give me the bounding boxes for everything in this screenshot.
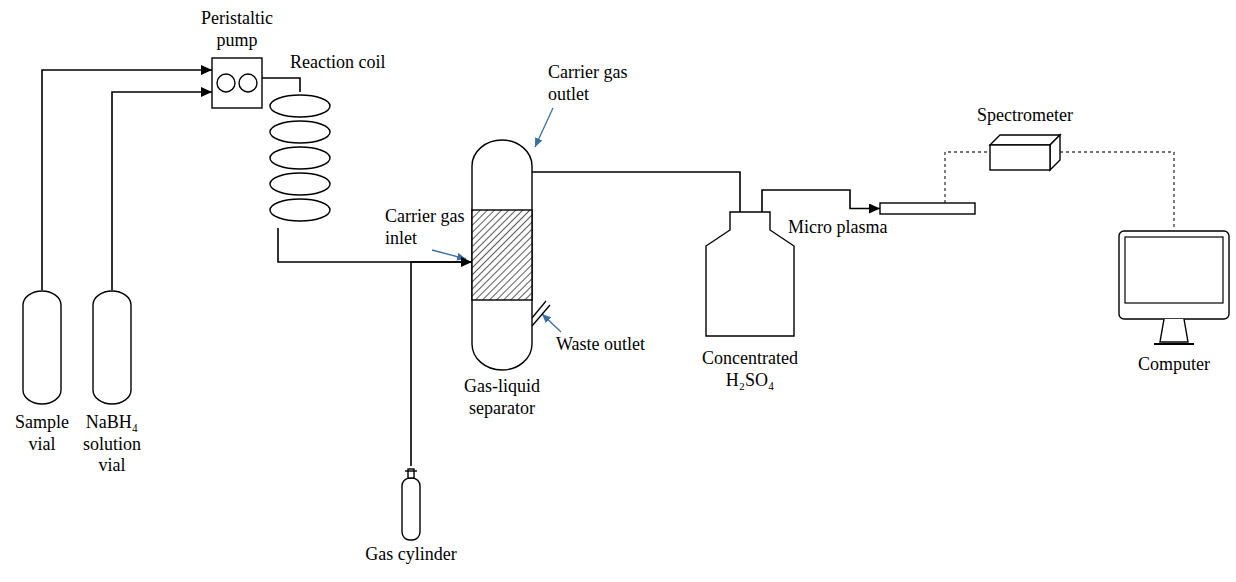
shape-outline — [22, 290, 62, 405]
vial-outline — [93, 291, 131, 404]
coil-loop — [270, 95, 330, 117]
shape-outline — [212, 58, 262, 108]
label-box: Sample vial — [7, 412, 77, 455]
node-label: Spectrometer — [965, 105, 1085, 127]
coil-loop — [270, 173, 330, 195]
pump-outline — [212, 58, 262, 108]
tube-line — [262, 78, 300, 92]
tube-line — [762, 190, 880, 212]
leader-line — [535, 108, 553, 147]
sample-vial: Sample vial — [22, 290, 62, 405]
plasma-tube — [880, 203, 975, 214]
shape-outline — [472, 140, 532, 370]
separator-packing — [472, 210, 532, 300]
coil-loop — [270, 147, 330, 169]
separator-outline — [472, 140, 532, 370]
monitor-stand — [1160, 319, 1188, 342]
label-box: Reaction coil — [290, 52, 420, 74]
tube-line — [532, 172, 740, 250]
tube-line — [42, 70, 212, 290]
shape-outline — [990, 135, 1060, 170]
callout-label: Carrier gas outlet — [548, 62, 644, 105]
acid-bottle: Concentrated H₂SO₄ — [705, 212, 795, 337]
shape-outline — [1118, 230, 1230, 348]
separator: Gas-liquid separator — [472, 140, 532, 370]
signal-line — [945, 152, 990, 203]
waste-pipe — [532, 301, 546, 318]
reaction-coil: Reaction coil — [268, 92, 332, 228]
pump-roller — [217, 74, 235, 92]
label-box: Gas cylinder — [351, 544, 471, 566]
bottle-outline — [706, 212, 794, 336]
shape-outline — [705, 212, 795, 337]
label-box: Micro plasma — [788, 217, 898, 239]
label-box: Concentrated H₂SO₄ — [690, 348, 810, 391]
pump-box: Peristaltic pump — [212, 58, 262, 108]
shape-outline — [401, 466, 421, 540]
spectrometer-box: Spectrometer — [990, 135, 1060, 170]
node-label: Gas-liquid separator — [447, 376, 557, 419]
shape-outline — [880, 203, 975, 214]
monitor-base — [1154, 343, 1194, 345]
label-box: Gas-liquid separator — [447, 376, 557, 419]
micro-plasma: Micro plasma — [880, 203, 975, 214]
callout-box: Waste outlet — [556, 334, 676, 356]
computer-monitor: Computer — [1118, 230, 1230, 348]
callout-label: Carrier gas inlet — [385, 206, 481, 249]
waste-pipe — [532, 305, 550, 326]
tube-line — [278, 228, 472, 262]
shape-outline — [92, 290, 132, 405]
monitor-frame — [1119, 231, 1229, 319]
spectrometer-side — [1050, 135, 1060, 170]
node-label: Peristaltic pump — [182, 8, 292, 51]
label-box: NaBH₄ solution vial — [72, 412, 152, 477]
spectrometer-top — [990, 135, 1060, 145]
node-label: Micro plasma — [788, 217, 898, 239]
signal-line — [1060, 152, 1174, 230]
coil-loop — [270, 121, 330, 143]
label-box: Peristaltic pump — [182, 8, 292, 51]
callout-box: Carrier gas inlet — [385, 206, 481, 249]
valve-handle — [405, 470, 417, 471]
leader-line — [432, 250, 466, 259]
label-box: Computer — [1114, 354, 1234, 376]
node-label: NaBH₄ solution vial — [72, 412, 152, 477]
node-label: Concentrated H₂SO₄ — [690, 348, 810, 391]
node-label: Reaction coil — [290, 52, 420, 74]
callout-label: Waste outlet — [556, 334, 676, 356]
cylinder-body — [402, 478, 420, 540]
leader-line — [542, 314, 561, 332]
label-box: Spectrometer — [965, 105, 1085, 127]
node-label: Gas cylinder — [351, 544, 471, 566]
coil-loop — [270, 199, 330, 221]
node-label: Sample vial — [7, 412, 77, 455]
gas-cylinder: Gas cylinder — [401, 466, 421, 540]
callout-box: Carrier gas outlet — [548, 62, 644, 105]
monitor-screen — [1125, 237, 1223, 303]
pump-roller — [239, 74, 257, 92]
tube-line — [112, 92, 212, 290]
node-label: Computer — [1114, 354, 1234, 376]
reagent-vial: NaBH₄ solution vial — [92, 290, 132, 405]
vial-outline — [23, 291, 61, 404]
spectrometer-front — [990, 145, 1050, 170]
tube-line — [411, 262, 472, 466]
shape-outline — [268, 92, 332, 228]
